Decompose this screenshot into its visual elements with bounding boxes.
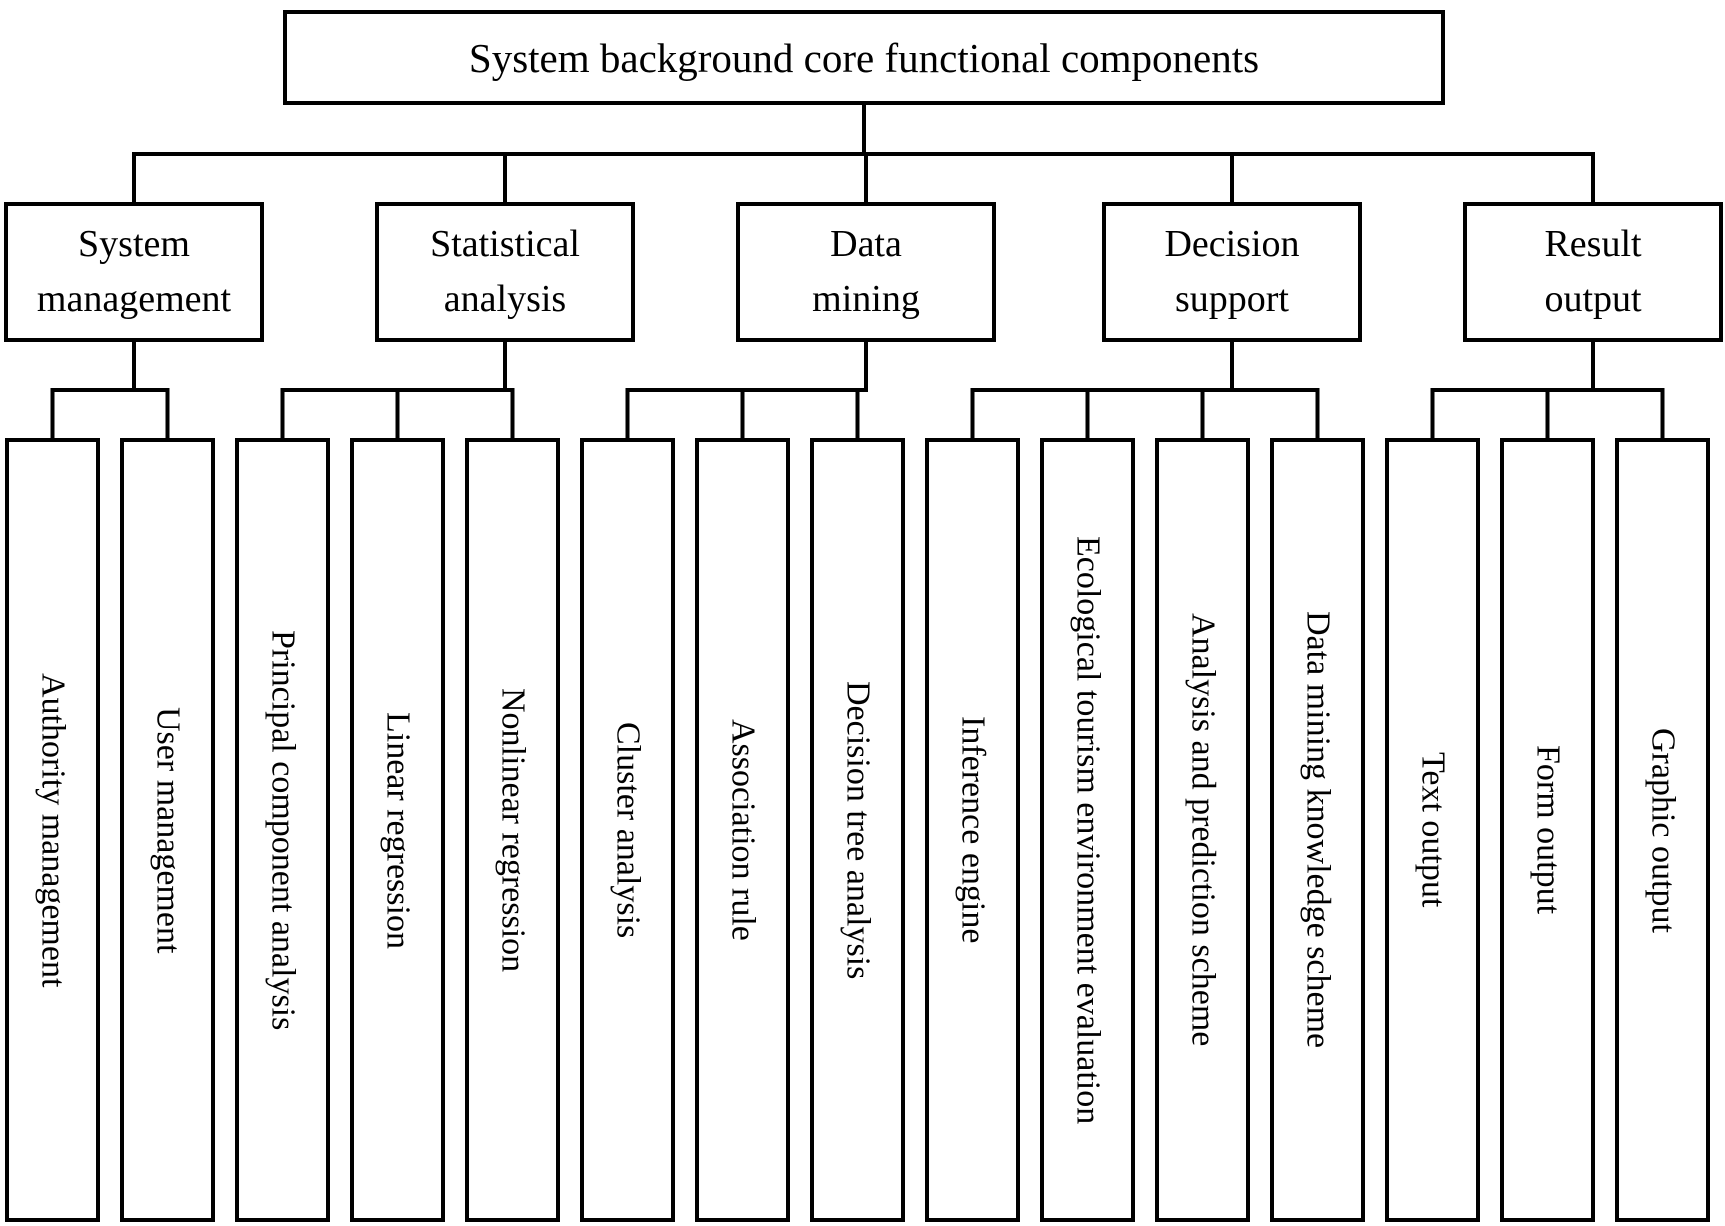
group-box-result-output: Result output: [1463, 202, 1723, 342]
leaf-box-analysis-and-prediction-scheme: Analysis and prediction scheme: [1155, 438, 1250, 1222]
group-box-statistical-analysis: Statistical analysis: [375, 202, 635, 342]
leaf-box-principal-component-analysis: Principal component analysis: [235, 438, 330, 1222]
group-label: Result output: [1544, 222, 1642, 320]
leaf-box-decision-tree-analysis: Decision tree analysis: [810, 438, 905, 1222]
leaf-box-authority-management: Authority management: [5, 438, 100, 1222]
leaf-label: Decision tree analysis: [839, 680, 877, 980]
leaf-label: Form output: [1529, 745, 1567, 915]
leaf-box-inference-engine: Inference engine: [925, 438, 1020, 1222]
leaf-box-user-management: User management: [120, 438, 215, 1222]
group-box-decision-support: Decision support: [1102, 202, 1362, 342]
group-label: Statistical analysis: [430, 222, 580, 320]
leaf-label: Ecological tourism environment evaluatio…: [1069, 535, 1107, 1125]
leaf-label: Principal component analysis: [264, 629, 302, 1031]
leaf-label: Linear regression: [379, 711, 417, 949]
leaf-box-nonlinear-regression: Nonlinear regression: [465, 438, 560, 1222]
leaf-label: Graphic output: [1644, 727, 1682, 933]
leaf-box-graphic-output: Graphic output: [1615, 438, 1710, 1222]
leaf-box-data-mining-knowledge-scheme: Data mining knowledge scheme: [1270, 438, 1365, 1222]
leaf-label: Association rule: [724, 719, 762, 941]
leaf-box-association-rule: Association rule: [695, 438, 790, 1222]
group-box-data-mining: Data mining: [736, 202, 996, 342]
leaf-label: User management: [149, 706, 187, 954]
root-box: System background core functional compon…: [283, 10, 1445, 105]
leaf-box-linear-regression: Linear regression: [350, 438, 445, 1222]
leaf-box-form-output: Form output: [1500, 438, 1595, 1222]
leaf-label: Authority management: [34, 672, 72, 988]
group-box-system-management: System management: [4, 202, 264, 342]
group-label: Decision support: [1164, 222, 1300, 320]
leaf-label: Analysis and prediction scheme: [1184, 613, 1222, 1047]
group-label: Data mining: [812, 222, 920, 320]
root-label: System background core functional compon…: [468, 34, 1260, 81]
leaf-box-text-output: Text output: [1385, 438, 1480, 1222]
leaf-box-cluster-analysis: Cluster analysis: [580, 438, 675, 1222]
leaf-label: Inference engine: [954, 716, 992, 944]
leaf-label: Nonlinear regression: [494, 687, 532, 973]
leaf-box-ecological-tourism-environment-evaluation: Ecological tourism environment evaluatio…: [1040, 438, 1135, 1222]
leaf-label: Text output: [1414, 752, 1452, 908]
leaf-label: Cluster analysis: [609, 721, 647, 939]
leaf-label: Data mining knowledge scheme: [1299, 611, 1337, 1049]
group-label: System management: [36, 222, 232, 320]
